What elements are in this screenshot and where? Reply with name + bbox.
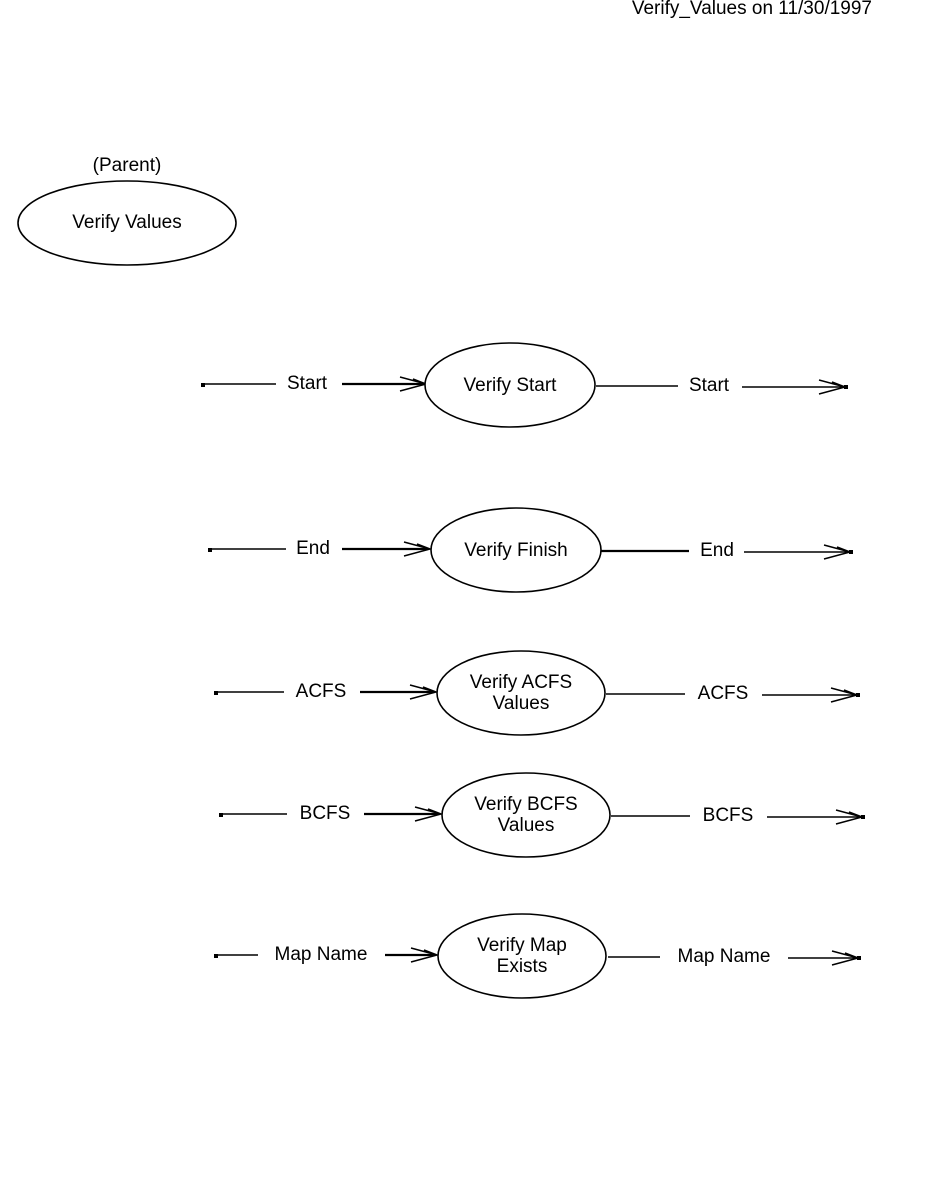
parent-caption: (Parent) (93, 155, 162, 176)
input-flow-label: Map Name (275, 944, 368, 965)
output-flow-label: End (700, 540, 734, 561)
parent-process: (Parent) Verify Values (17, 155, 237, 266)
output-terminator (856, 693, 860, 697)
output-flow-label: Start (689, 375, 730, 396)
input-terminator (201, 383, 205, 387)
input-terminator (219, 813, 223, 817)
parent-node-label: Verify Values (72, 212, 181, 233)
page-header: Verify_Values on 11/30/1997 (632, 0, 872, 19)
process-label-line: Verify ACFS (470, 672, 572, 693)
input-arrowhead (414, 806, 444, 822)
input-arrowhead (409, 684, 439, 700)
output-terminator (844, 385, 848, 389)
input-flow-label: ACFS (296, 681, 347, 702)
process-label-line: Verify Map (477, 935, 567, 956)
input-arrowhead (403, 541, 433, 557)
process-node (441, 772, 611, 858)
process-label-line: Exists (497, 956, 548, 977)
process-label: Verify Start (464, 375, 558, 396)
process-label-line: Verify BCFS (474, 794, 577, 815)
input-arrowhead (410, 947, 440, 963)
input-terminator (214, 954, 218, 958)
output-terminator (861, 815, 865, 819)
process-label: Verify Finish (464, 540, 567, 561)
process-label-line: Values (498, 815, 555, 836)
process-node (424, 342, 596, 428)
parent-node (17, 180, 237, 266)
input-terminator (214, 691, 218, 695)
input-terminator (208, 548, 212, 552)
input-flow-label: Start (287, 373, 328, 394)
output-terminator (857, 956, 861, 960)
output-terminator (849, 550, 853, 554)
output-flow-label: Map Name (678, 946, 771, 967)
output-flow-label: ACFS (698, 683, 749, 704)
input-flow-label: End (296, 538, 330, 559)
output-flow-label: BCFS (703, 805, 754, 826)
process-node (436, 650, 606, 736)
process-node (437, 913, 607, 999)
process-label-line: Values (493, 693, 550, 714)
input-flow-label: BCFS (300, 803, 351, 824)
